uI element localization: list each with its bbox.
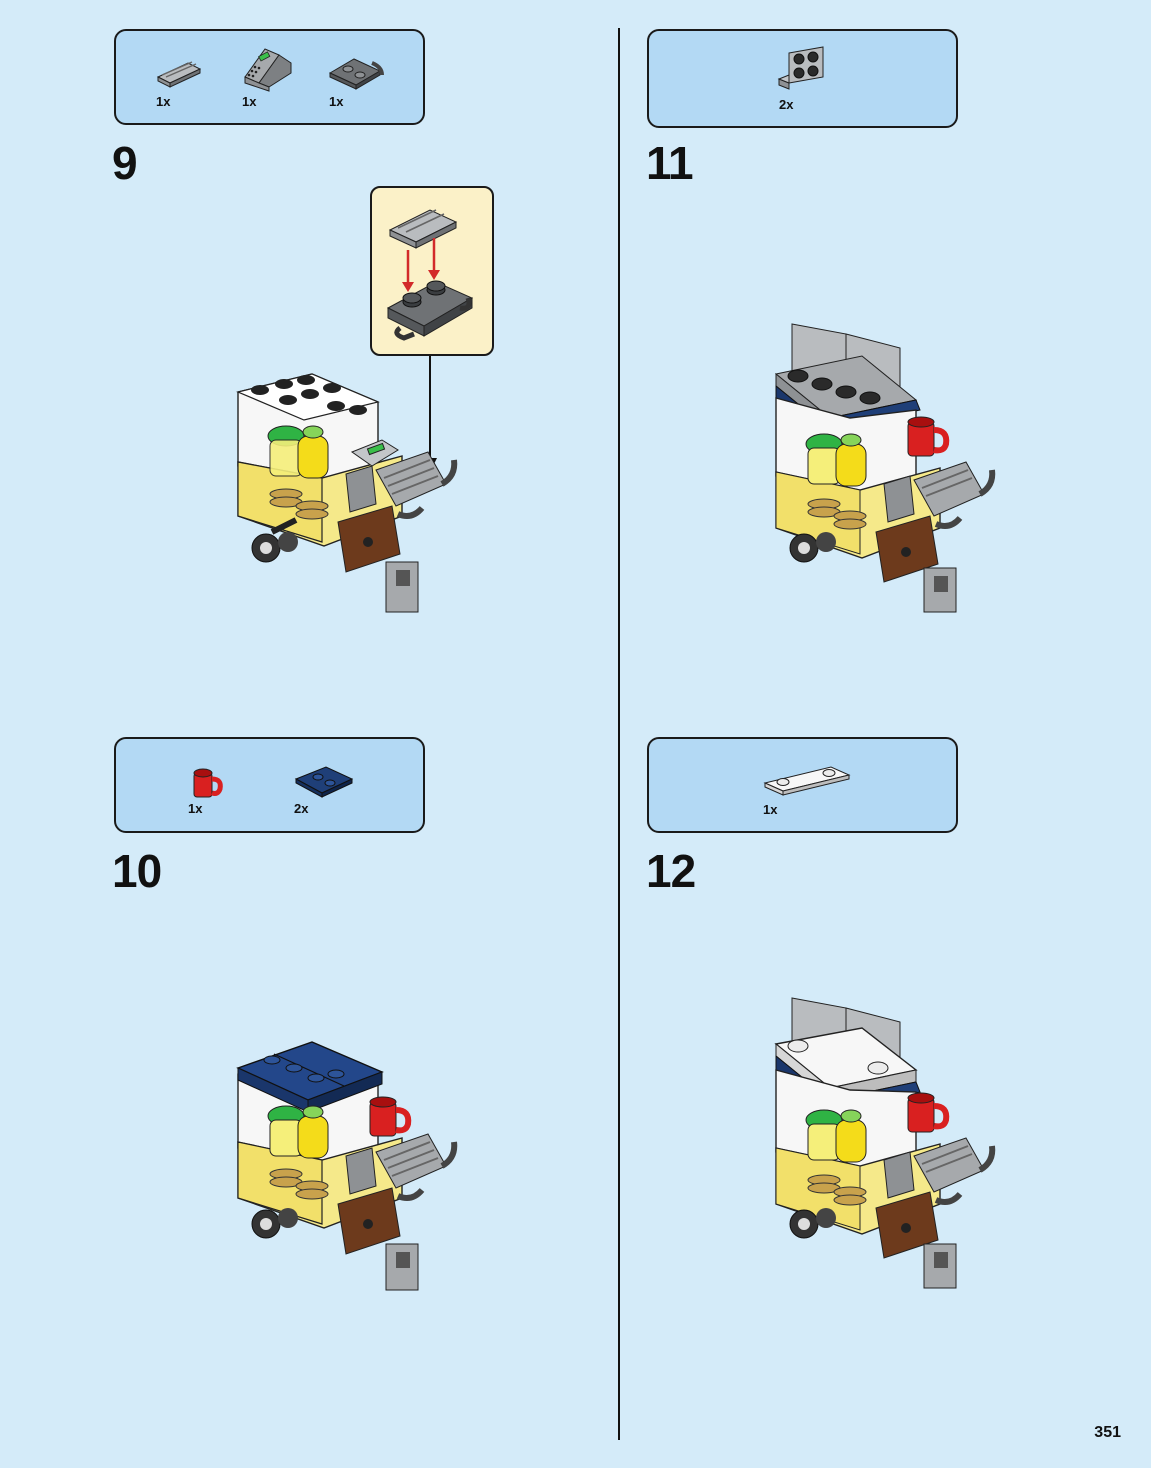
handle-plate-icon: [324, 49, 388, 93]
column-divider: [618, 28, 620, 1440]
subassembly-diagram: [372, 188, 492, 354]
step-number-11: 11: [646, 136, 693, 190]
white-jumper-plate-icon: [761, 765, 853, 797]
red-cup-icon: [186, 765, 226, 803]
bracket-plate-icon: [775, 45, 835, 95]
cart-model-step-9: [232, 366, 462, 616]
step-number-9: 9: [112, 136, 137, 190]
part-qty: 1x: [156, 94, 170, 109]
parts-box-step-12: 1x: [647, 737, 958, 833]
blue-tile-icon: [292, 763, 356, 799]
cart-model-step-12: [776, 998, 992, 1288]
subassembly-callout: [370, 186, 494, 356]
grille-plate-icon: [154, 57, 204, 89]
part-qty: 2x: [294, 801, 308, 816]
parts-box-step-10: 1x 2x: [114, 737, 425, 833]
cart-model-step-11: [776, 324, 992, 612]
part-qty: 1x: [329, 94, 343, 109]
cart-model-step-10: [232, 1034, 462, 1294]
parts-box-step-11: 2x: [647, 29, 958, 128]
part-qty: 1x: [763, 802, 777, 817]
page-number: 351: [1094, 1424, 1121, 1442]
step-number-10: 10: [112, 844, 161, 898]
computer-slope-icon: [239, 43, 295, 93]
part-qty: 2x: [779, 97, 793, 112]
parts-box-step-9: 1x 1x 1x: [114, 29, 425, 125]
part-qty: 1x: [242, 94, 256, 109]
part-qty: 1x: [188, 801, 202, 816]
step-number-12: 12: [646, 844, 695, 898]
